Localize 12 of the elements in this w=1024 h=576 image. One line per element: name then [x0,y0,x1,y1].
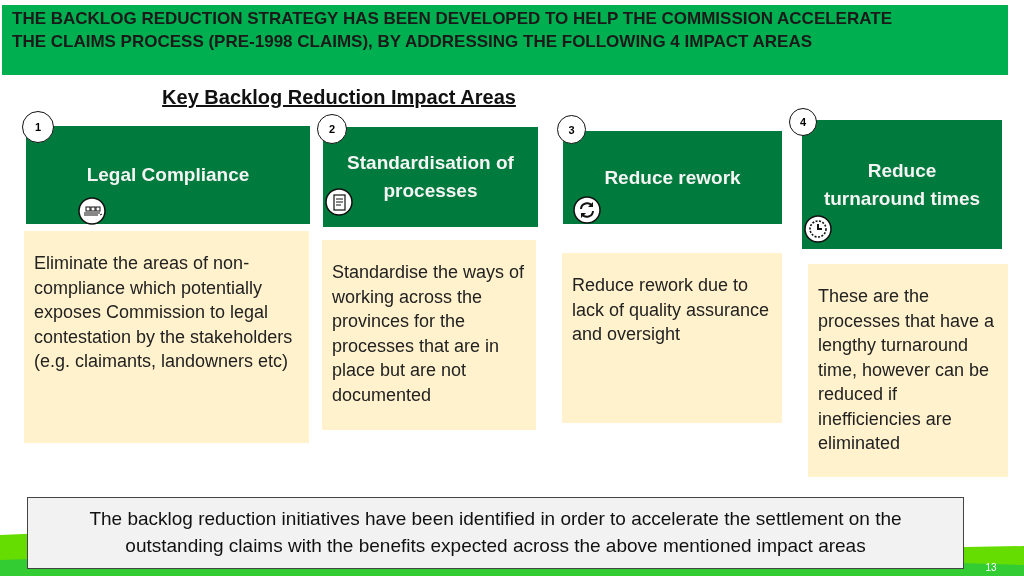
page-number: 13 [984,562,998,573]
description-box: Reduce rework due to lack of quality assurance and oversight [562,253,782,423]
description-box: These are the processes that have a lengthy turnaround time, however can be reduced if inefficiencies are eliminated [808,264,1008,477]
description-box: Eliminate the areas of non-compliance which potentially exposes Commission to legal contestation by the stakeholders (e.g. claimants, landowners etc) [24,231,309,443]
number-circle: 1 [22,111,54,143]
number-circle: 3 [557,115,586,144]
number-circle: 2 [317,114,347,144]
number-circle: 4 [789,108,817,136]
summary-box: The backlog reduction initiatives have been identified in order to accelerate the settlement on the outstanding claims with the benefits expected across the above mentioned impact areas [27,497,964,569]
header-banner: THE BACKLOG REDUCTION STRATEGY HAS BEEN DEVELOPED TO HELP THE COMMISSION ACCELERATE THE CLAIMS PROCESS (PRE-1998 CLAIMS), BY ADDRESSING THE FOLLOWING 4 IMPACT AREAS [2,5,1008,75]
heading: Key Backlog Reduction Impact Areas [161,86,517,109]
description-box: Standardise the ways of working across the provinces for the processes that are in place but are not documented [322,240,536,430]
